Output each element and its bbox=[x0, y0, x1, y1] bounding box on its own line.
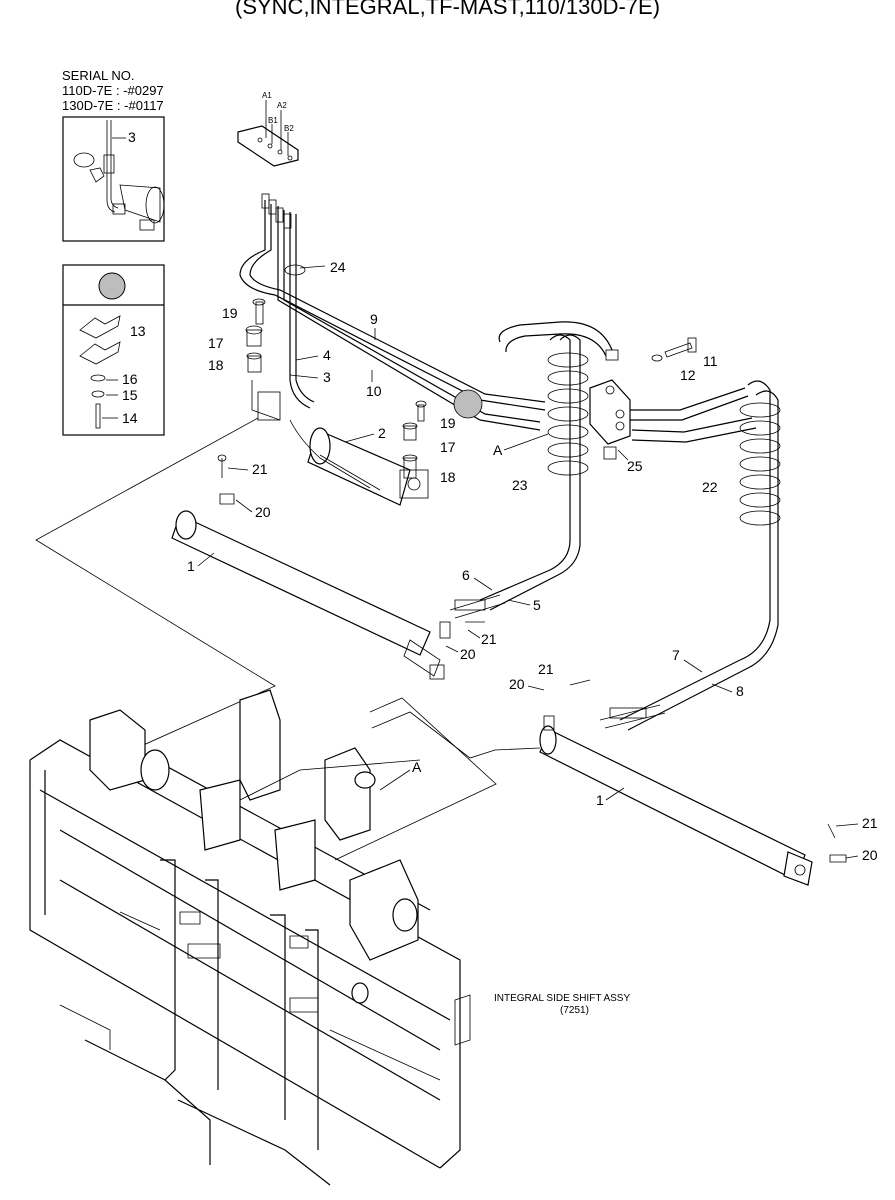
diagram-title: (SYNC,INTEGRAL,TF-MAST,110/130D-7E) bbox=[235, 0, 660, 19]
callout-13: 13 bbox=[130, 323, 146, 339]
callout-20-b: 20 bbox=[460, 646, 476, 662]
callout-11: 11 bbox=[703, 353, 718, 369]
callout-14: 14 bbox=[122, 410, 138, 426]
callout-2: 2 bbox=[378, 425, 386, 441]
callout-5: 5 bbox=[533, 597, 541, 613]
pin-parts bbox=[217, 454, 847, 863]
callout-23: 23 bbox=[512, 477, 528, 493]
callout-3-inset: 3 bbox=[128, 129, 136, 145]
callout-4: 4 bbox=[323, 347, 331, 363]
callout-10: 10 bbox=[366, 383, 382, 399]
leader-frames bbox=[35, 417, 541, 861]
cylinder-1-lower bbox=[539, 704, 813, 886]
callout-3-main: 3 bbox=[323, 369, 331, 385]
callout-20-d: 20 bbox=[862, 847, 878, 863]
pin-stack-right: 19 17 18 bbox=[402, 400, 456, 485]
serial-line-110d: 110D-7E : -#0297 bbox=[62, 83, 164, 98]
cylinder-2: 2 bbox=[251, 380, 429, 506]
port-label-a2: A2 bbox=[277, 101, 287, 110]
coil-hose-23: 23 bbox=[479, 334, 589, 611]
port-label-b1: B1 bbox=[268, 116, 278, 125]
port-block: A1 B1 A2 B2 bbox=[237, 91, 299, 167]
callout-17-right: 17 bbox=[440, 439, 456, 455]
callout-6: 6 bbox=[462, 567, 470, 583]
inset-hose-detail: 3 bbox=[62, 116, 165, 242]
callout-18-right: 18 bbox=[440, 469, 456, 485]
callout-19-right: 19 bbox=[440, 415, 456, 431]
callout-8: 8 bbox=[736, 683, 744, 699]
callout-15: 15 bbox=[122, 387, 138, 403]
assembly-caption-name: INTEGRAL SIDE SHIFT ASSY bbox=[494, 993, 630, 1004]
callout-9: 9 bbox=[370, 311, 378, 327]
callout-7: 7 bbox=[672, 647, 680, 663]
hose-group-upper bbox=[239, 193, 546, 431]
ref-a-lower: A bbox=[412, 759, 422, 775]
callout-17-left: 17 bbox=[208, 335, 224, 351]
serial-heading: SERIAL NO. bbox=[62, 68, 134, 83]
callout-16: 16 bbox=[122, 371, 138, 387]
serial-number-block: SERIAL NO. 110D-7E : -#0297 130D-7E : -#… bbox=[62, 68, 164, 113]
callout-22: 22 bbox=[702, 479, 718, 495]
callout-21-c: 21 bbox=[538, 661, 554, 677]
callout-21-a: 21 bbox=[252, 461, 268, 477]
callout-25: 25 bbox=[627, 458, 643, 474]
serial-line-130d: 130D-7E : -#0117 bbox=[62, 98, 164, 113]
side-shift-carriage bbox=[29, 689, 471, 1186]
callout-20-c: 20 bbox=[509, 676, 525, 692]
callout-1-lower: 1 bbox=[596, 792, 604, 808]
valve-block-25 bbox=[498, 321, 757, 460]
callout-24: 24 bbox=[330, 259, 346, 275]
callout-1-upper: 1 bbox=[187, 558, 195, 574]
port-label-a1: A1 bbox=[262, 91, 272, 100]
callout-20-a: 20 bbox=[255, 504, 271, 520]
assembly-caption-code: (7251) bbox=[560, 1005, 589, 1016]
callout-19-left: 19 bbox=[222, 305, 238, 321]
callout-labels: 24 9 4 10 3 A 25 21 20 1 6 5 21 20 7 21 … bbox=[187, 259, 878, 863]
cylinder-1-upper bbox=[171, 510, 506, 680]
coil-hose-22: 22 bbox=[619, 380, 781, 731]
bolt-11: 11 12 bbox=[651, 337, 718, 383]
callout-21-d: 21 bbox=[862, 815, 878, 831]
inset-clamp-detail: 13 16 15 14 bbox=[62, 264, 165, 436]
port-label-b2: B2 bbox=[284, 124, 294, 133]
callout-18-left: 18 bbox=[208, 357, 224, 373]
ref-a-upper: A bbox=[493, 442, 503, 458]
pin-stack-left: 19 17 18 bbox=[208, 298, 266, 373]
callout-21-b: 21 bbox=[481, 631, 497, 647]
callout-12: 12 bbox=[680, 367, 696, 383]
